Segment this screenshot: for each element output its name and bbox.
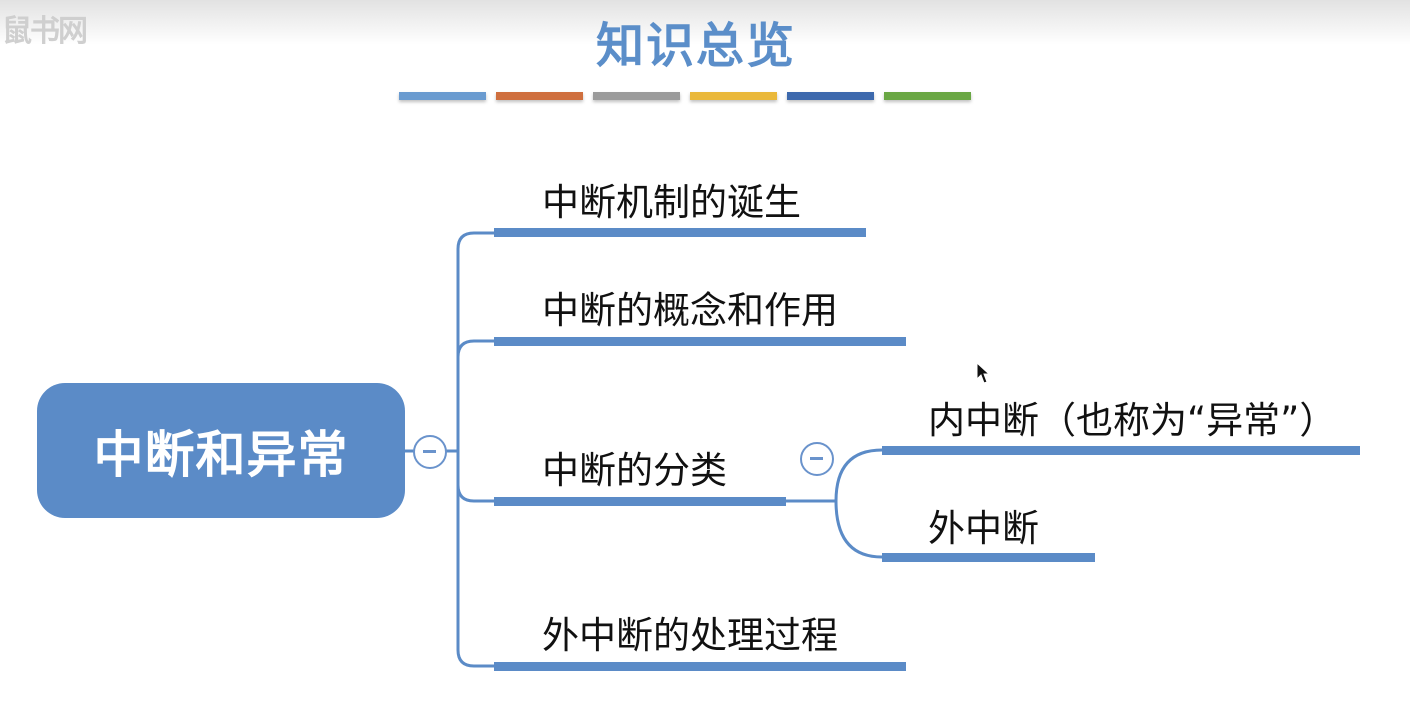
branch-label[interactable]: 中断的分类: [542, 449, 727, 492]
color-bar: [690, 92, 777, 100]
sub-branch-label[interactable]: 外中断: [928, 507, 1039, 550]
mouse-pointer-icon: [976, 362, 991, 384]
curve-sub-2: [834, 500, 883, 559]
top-shade: [0, 0, 1410, 45]
underline-branch-3: [494, 497, 786, 506]
branch-label[interactable]: 中断的概念和作用: [542, 289, 838, 332]
root-label: 中断和异常: [93, 425, 349, 484]
page-title: 知识总览: [595, 18, 796, 74]
underline-branch-1: [494, 228, 866, 237]
sub-branch-label[interactable]: 内中断（也称为“异常”）: [928, 399, 1337, 442]
color-bar: [399, 92, 486, 100]
branch-label[interactable]: 中断机制的诞生: [542, 181, 801, 224]
curve-branch-3: [456, 484, 494, 503]
curve-branch-2: [456, 339, 494, 358]
title-color-bars: [399, 92, 971, 100]
color-bar: [593, 92, 680, 100]
color-bar: [496, 92, 583, 100]
watermark: 鼠书网: [2, 14, 88, 49]
underline-sub-2: [882, 553, 1095, 562]
underline-sub-1: [882, 446, 1360, 455]
branch-label[interactable]: 外中断的处理过程: [542, 614, 838, 657]
minus-circle-icon[interactable]: [800, 442, 834, 476]
color-bar: [884, 92, 971, 100]
underline-branch-2: [494, 337, 906, 346]
underline-branch-4: [494, 662, 906, 671]
curve-branch-1: [456, 231, 494, 250]
color-bar: [787, 92, 874, 100]
minus-circle-icon[interactable]: [413, 435, 447, 469]
root-node[interactable]: 中断和异常: [37, 383, 405, 518]
curve-branch-4: [456, 649, 494, 668]
curve-sub-1: [834, 448, 883, 502]
